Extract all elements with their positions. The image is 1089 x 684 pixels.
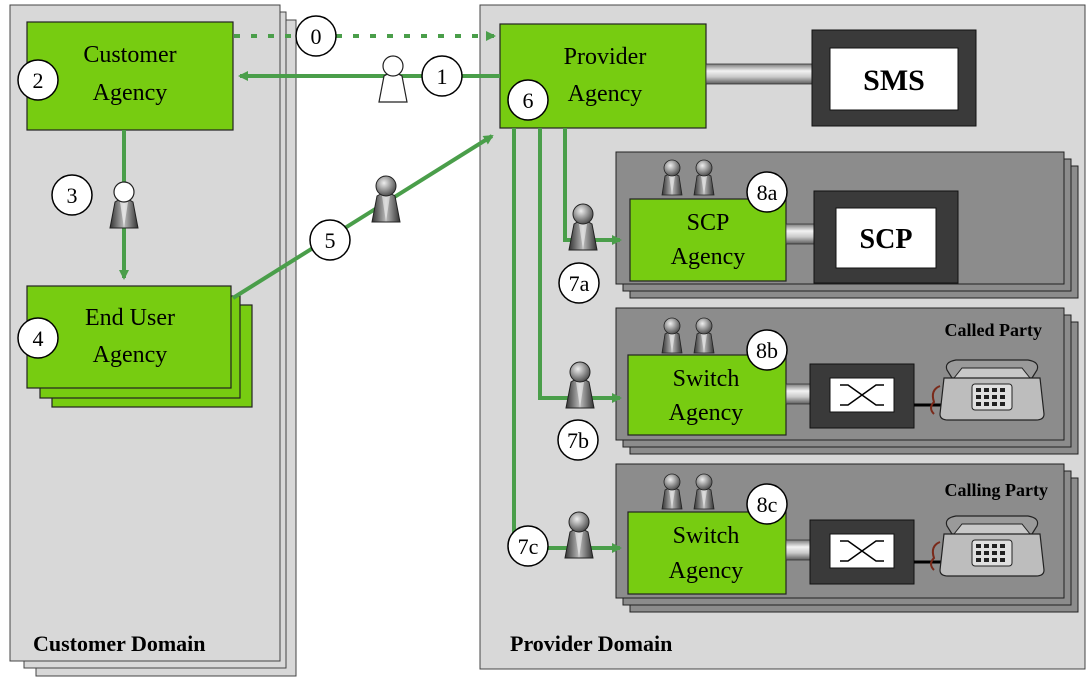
step-5: 5 — [309, 219, 351, 261]
credential-icon-step7b — [565, 361, 595, 409]
customer-domain-label: Customer Domain — [33, 631, 206, 656]
step-1: 1 — [421, 55, 463, 97]
called-party-label: Called Party — [945, 320, 1042, 340]
switch-calling-label-2: Agency — [669, 558, 744, 584]
scp-agency-label-2: Agency — [671, 244, 746, 270]
scp-group: SCP Agency SCP — [615, 151, 1079, 299]
calling-party-group: Calling Party Switch Agency — [615, 463, 1079, 613]
credential-icon-step7c — [564, 511, 594, 559]
svg-text:0: 0 — [311, 24, 322, 49]
svg-text:8b: 8b — [756, 338, 778, 363]
customer-agency: Customer Agency — [26, 21, 234, 131]
end-user-agency-label-2: Agency — [93, 342, 168, 368]
credential-icon-step1 — [378, 55, 408, 103]
step-7b: 7b — [557, 419, 599, 461]
called-party-group: Called Party Switch Agency — [615, 307, 1079, 455]
provider-agency-label-1: Provider — [564, 44, 647, 70]
end-user-agency: End User Agency — [26, 285, 253, 408]
calling-party-label: Calling Party — [945, 480, 1049, 500]
sms-connector — [705, 63, 813, 85]
customer-agency-label-1: Customer — [83, 42, 176, 68]
svg-text:8c: 8c — [757, 492, 778, 517]
step-4: 4 — [17, 317, 59, 359]
phone-icon-calling — [930, 515, 1045, 577]
step-7c: 7c — [507, 525, 549, 567]
switch-called-label-2: Agency — [669, 400, 744, 426]
provider-domain-label: Provider Domain — [510, 631, 672, 656]
svg-text:3: 3 — [67, 183, 78, 208]
step-8b: 8b — [746, 329, 788, 371]
scp-agency-label-1: SCP — [687, 210, 730, 236]
switch-calling-label-1: Switch — [673, 523, 740, 549]
sms-system: SMS — [811, 29, 977, 127]
phone-icon-called — [930, 359, 1045, 421]
step-7a: 7a — [558, 262, 600, 304]
svg-text:7a: 7a — [569, 271, 590, 296]
step-3: 3 — [51, 174, 93, 216]
end-user-agency-label-1: End User — [85, 305, 175, 331]
svg-text:7c: 7c — [518, 534, 539, 559]
customer-agency-label-2: Agency — [93, 80, 168, 106]
svg-text:2: 2 — [33, 68, 44, 93]
step-8a: 8a — [746, 171, 788, 213]
scp-label: SCP — [860, 224, 913, 255]
switch-agency-calling — [627, 511, 787, 595]
step-6: 6 — [507, 79, 549, 121]
switch-called-label-1: Switch — [673, 366, 740, 392]
svg-text:6: 6 — [523, 88, 534, 113]
step-2: 2 — [17, 59, 59, 101]
scp-agency — [629, 198, 787, 282]
provider-agency-label-2: Agency — [568, 81, 643, 107]
credential-icon-step3 — [109, 181, 139, 229]
credential-icon-step7a — [568, 203, 598, 251]
step-0: 0 — [295, 15, 337, 57]
svg-text:8a: 8a — [757, 180, 778, 205]
credential-icon-step5 — [371, 175, 401, 223]
step-markers: 0 1 2 3 4 5 6 7a — [17, 15, 788, 567]
sms-label: SMS — [863, 64, 925, 97]
svg-text:5: 5 — [325, 228, 336, 253]
svg-text:1: 1 — [437, 64, 448, 89]
step-8c: 8c — [746, 483, 788, 525]
svg-text:4: 4 — [33, 326, 44, 351]
svg-text:7b: 7b — [567, 428, 589, 453]
